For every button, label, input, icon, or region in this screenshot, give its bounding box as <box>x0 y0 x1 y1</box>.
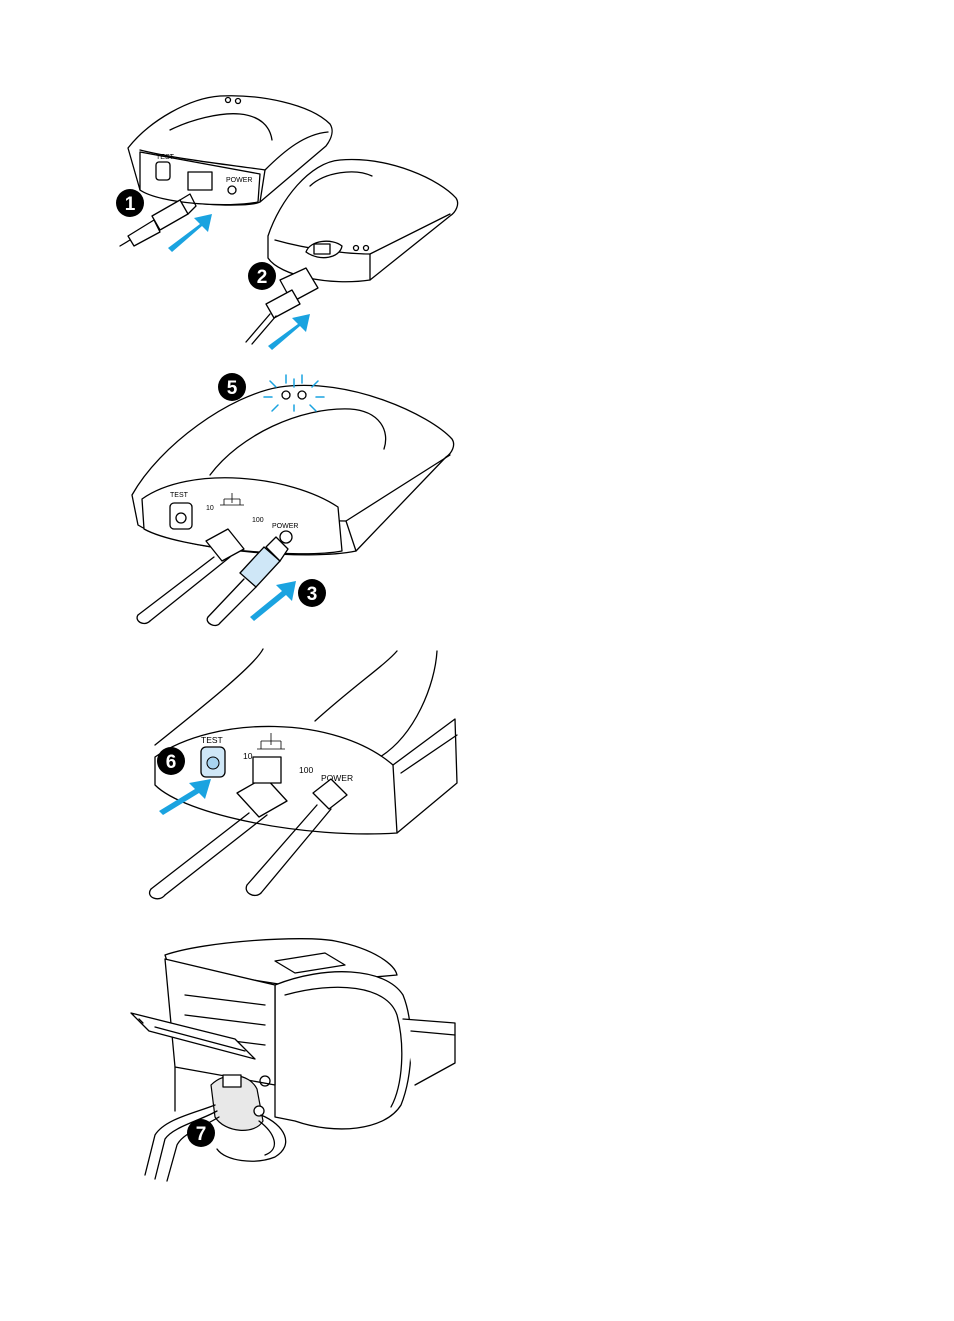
svg-text:6: 6 <box>166 752 177 773</box>
callout-1: 1 <box>116 189 144 217</box>
svg-text:2: 2 <box>257 267 268 288</box>
svg-text:5: 5 <box>227 378 238 399</box>
callout-2: 2 <box>248 262 276 290</box>
speed-10-label: 10 <box>206 505 214 512</box>
figure-power-on: TEST 10 100 POWER 3 5 <box>120 365 470 630</box>
power-label: POWER <box>272 523 298 530</box>
power-label: POWER <box>321 773 353 783</box>
print-server-box: TEST 10 100 POWER <box>155 649 457 834</box>
figure-printer-install: 7 <box>125 935 465 1185</box>
speed-10-label: 10 <box>243 751 253 761</box>
callout-3: 3 <box>298 579 326 607</box>
callout-7: 7 <box>187 1119 215 1147</box>
figure-connect-cables: TEST POWER 1 2 <box>110 90 470 355</box>
test-label: TEST <box>201 735 223 745</box>
svg-text:7: 7 <box>196 1124 207 1145</box>
print-server-box: TEST 10 100 POWER <box>132 385 454 554</box>
printer-module <box>268 160 458 282</box>
svg-text:1: 1 <box>125 194 136 215</box>
figure-press-test: TEST 10 100 POWER 6 <box>125 645 465 905</box>
test-label: TEST <box>170 492 189 499</box>
svg-text:3: 3 <box>307 584 318 605</box>
callout-6: 6 <box>157 747 185 775</box>
printer <box>131 939 455 1129</box>
print-server-card <box>211 1075 264 1130</box>
insert-arrow-2 <box>268 314 310 350</box>
power-label: POWER <box>226 177 252 184</box>
insert-arrow-3 <box>250 581 296 621</box>
test-label: TEST <box>156 154 175 161</box>
speed-100-label: 100 <box>299 765 313 775</box>
speed-100-label: 100 <box>252 517 264 524</box>
callout-5: 5 <box>218 373 246 401</box>
